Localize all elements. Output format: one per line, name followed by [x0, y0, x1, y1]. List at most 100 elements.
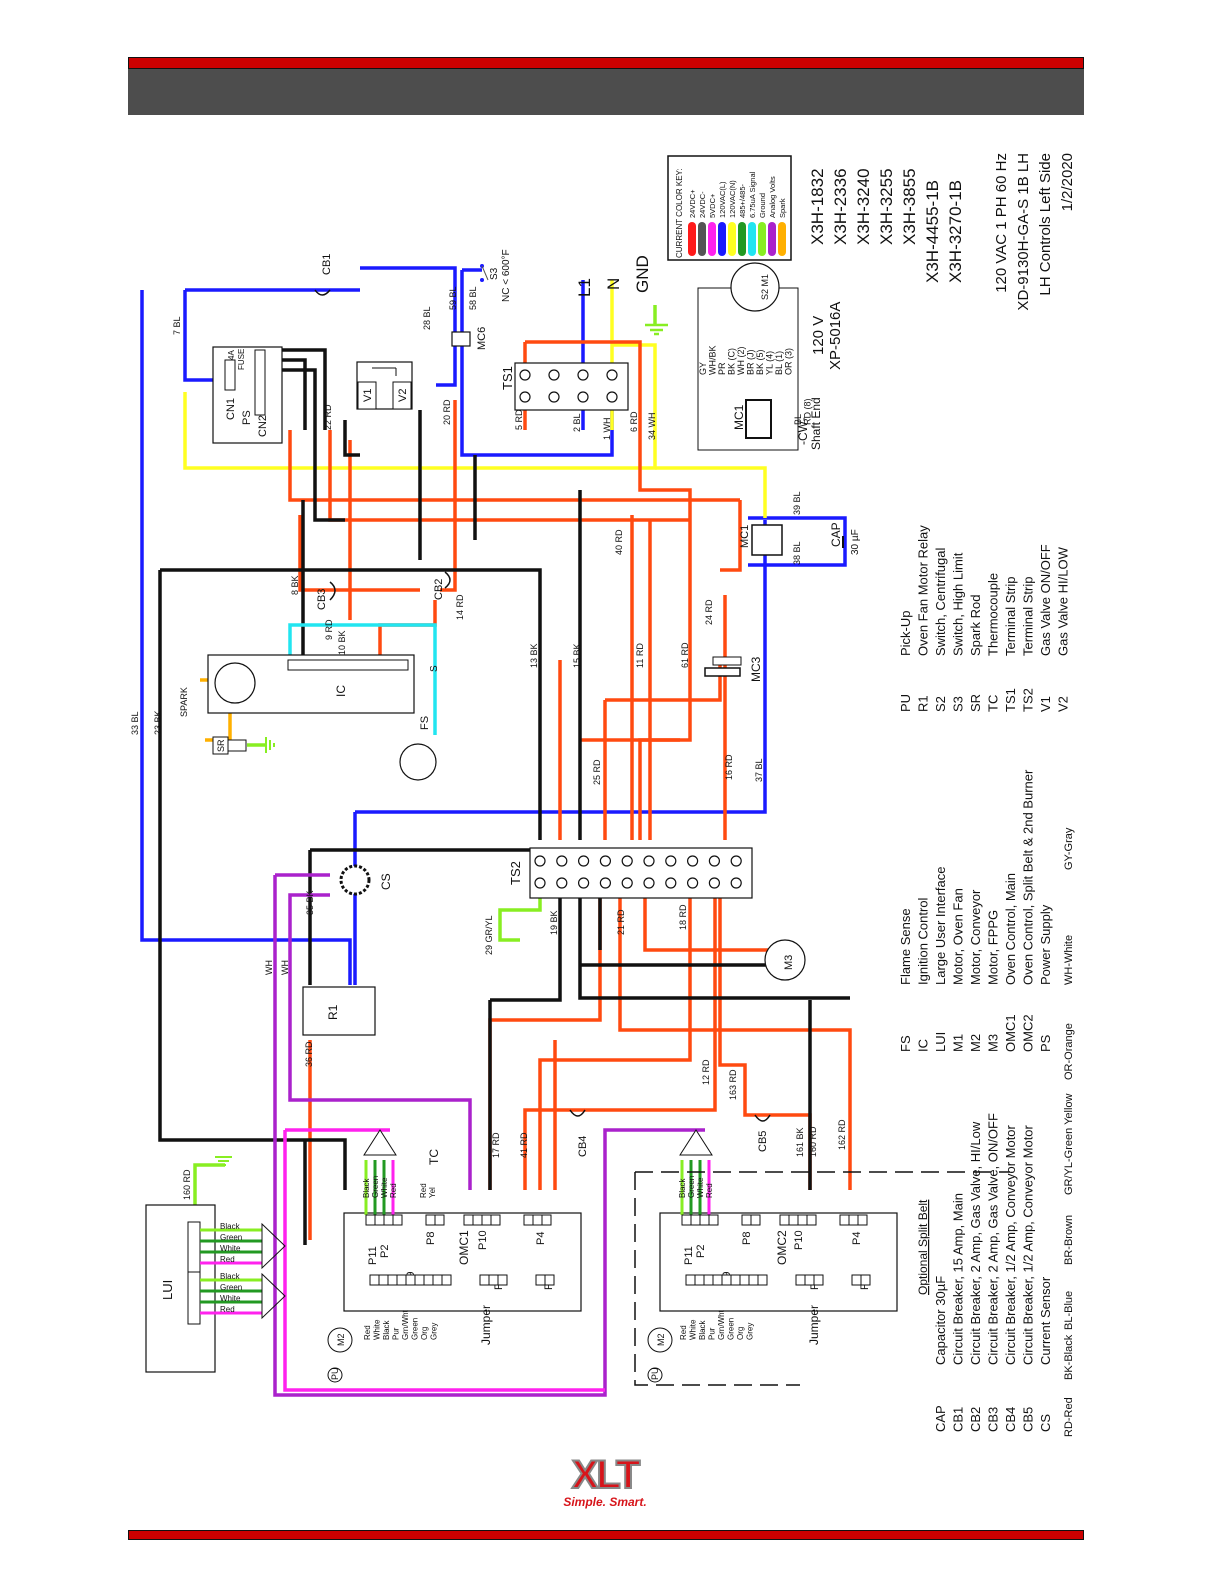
terminal [599, 877, 612, 889]
color-swatch [688, 222, 696, 256]
pin [757, 1274, 768, 1286]
terminal [643, 877, 655, 889]
cable-icon [363, 1129, 397, 1156]
pin [857, 1214, 868, 1226]
wire-label: 11 RD [635, 643, 645, 668]
connector-label: P4 [851, 1232, 863, 1245]
legend-desc: Pick-Up [898, 610, 913, 656]
svg-text:OMC2: OMC2 [775, 1230, 789, 1265]
legend-desc: Circuit Breaker, 1/2 Amp, Conveyor Motor [1003, 1124, 1018, 1365]
wire-label: 162 RD [837, 1119, 847, 1150]
wire-label: 37 BL [754, 758, 764, 782]
color-swatch [748, 222, 756, 256]
terminal [534, 855, 546, 867]
wire-label: 39 BL [792, 491, 802, 515]
legend-code: CB4 [1003, 1407, 1018, 1432]
p9-wire-label: White [689, 1319, 698, 1340]
color-swatch [738, 222, 746, 256]
p9-wire-label: Green [727, 1318, 736, 1340]
terminal [686, 855, 699, 867]
wire-label: 41 RD [519, 1132, 529, 1158]
pin [699, 1214, 710, 1226]
p2-wire-label: Red [705, 1183, 714, 1198]
wire-label: 163 RD [728, 1069, 738, 1100]
legend-code: CB5 [1021, 1407, 1036, 1432]
power-supply-ps: PS CN1 CN2 FUSE 4A [212, 346, 283, 444]
lui-connector [187, 1221, 201, 1275]
pin [497, 1274, 508, 1286]
high-limit-switch-s3: S3 NC < 600°F [480, 249, 512, 302]
color-swatch [778, 222, 786, 256]
color-key-label: Analog Volts [768, 176, 777, 218]
lui-wire-label: Black [220, 1272, 241, 1281]
p2-wire-label: Red [389, 1183, 398, 1198]
legend-desc: Switch, High Limit [951, 552, 966, 656]
pin [703, 1274, 714, 1286]
p9-wire-label: Black [382, 1319, 391, 1340]
legend-code: CB1 [951, 1407, 966, 1432]
svg-text:SPARK: SPARK [179, 687, 189, 717]
wire-label: 35 BK [305, 890, 315, 915]
ground-icon [215, 1156, 232, 1166]
legend-desc: Oven Control, Main [1003, 873, 1018, 985]
legend-desc: Switch, Centrifugal [933, 548, 948, 656]
pin [369, 1274, 380, 1286]
large-user-interface-lui: LUI 160 RD BlackGreenWhiteRedBlackGreenW… [145, 1156, 286, 1373]
p2-wire-label: White [380, 1177, 389, 1198]
wire-label: 160 RD [808, 1126, 818, 1157]
svg-text:-CW-: -CW- [796, 417, 810, 445]
color-swatch [698, 222, 706, 256]
wire-label: 61 RD [680, 642, 690, 668]
pin [392, 1214, 403, 1226]
pin [374, 1214, 385, 1226]
pin [748, 1274, 759, 1286]
svg-text:PS: PS [241, 410, 253, 425]
connector-mc1-cap: MC1 CAP 30 µF [739, 522, 861, 556]
pin [425, 1214, 436, 1226]
pin [795, 1274, 806, 1286]
terminal [556, 855, 568, 867]
legend-desc: Spark Rod [968, 595, 983, 656]
svg-text:30 µF: 30 µF [850, 529, 861, 555]
legend-code: S3 [951, 696, 966, 712]
svg-text:TS2: TS2 [508, 861, 523, 885]
gnd-label: GND [633, 255, 652, 293]
oven-fan-motor-m1: S2 M1 MC1 120 V XP-5016A -CW- Shaft End … [697, 262, 844, 451]
wire-label: 16 RD [724, 754, 734, 780]
legend-code: CB2 [968, 1407, 983, 1432]
model-number: X3H-3255 [877, 168, 896, 245]
connector-label: P4 [535, 1232, 547, 1245]
terminal [686, 877, 699, 889]
pin [479, 1274, 490, 1286]
connector-label: P8 [425, 1232, 437, 1245]
model-number: X3H-3855 [900, 168, 919, 245]
pin [432, 1274, 443, 1286]
pin [788, 1214, 799, 1226]
pin [694, 1274, 705, 1286]
p2-wire-label: Black [362, 1177, 371, 1198]
connector-label: P2 [379, 1245, 391, 1258]
motor-wire-label: WH (2) [736, 347, 746, 376]
svg-text:MC3: MC3 [749, 656, 763, 682]
wire-label: 18 RD [678, 904, 688, 930]
svg-text:120 V: 120 V [810, 316, 827, 355]
flame-sensor-fs: FS S [399, 665, 440, 781]
legend-code: S2 [933, 696, 948, 712]
svg-text:M3: M3 [783, 955, 795, 970]
color-key-label: 24VDC+ [688, 189, 697, 218]
pin [806, 1214, 817, 1226]
connector-label: P10 [793, 1230, 805, 1250]
svg-text:S3: S3 [489, 267, 500, 280]
svg-text:R1: R1 [326, 1004, 340, 1020]
header-gray-bar [128, 69, 1084, 115]
lui-wire-label: Green [220, 1233, 242, 1242]
p8-wire-label: Yel [428, 1187, 437, 1198]
svg-text:M2: M2 [336, 1333, 346, 1346]
motor-wire-label: YL (4) [765, 351, 775, 375]
wire-label: 38 BL [792, 541, 802, 565]
color-swatch [768, 222, 776, 256]
wire-label: 33 BL [130, 711, 140, 735]
